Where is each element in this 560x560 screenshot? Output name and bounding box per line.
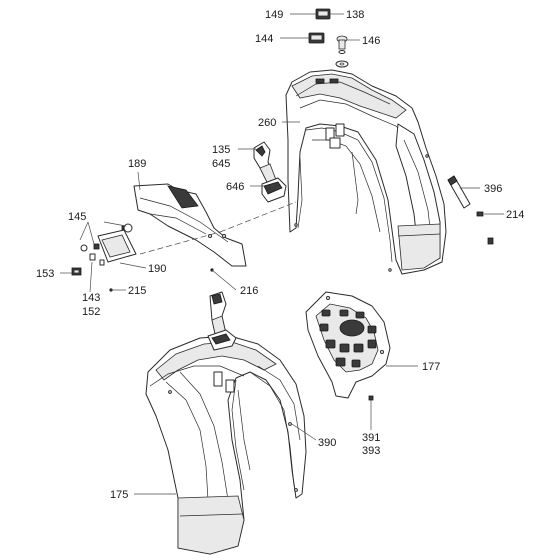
callout-396: 396: [484, 183, 502, 195]
callout-149: 149: [265, 9, 283, 21]
callout-189: 189: [128, 158, 146, 170]
callout-190: 190: [148, 263, 166, 275]
screw-214b: [487, 237, 494, 245]
callout-260: 260: [258, 117, 276, 129]
callout-138: 138: [346, 9, 364, 21]
leader-lines: [60, 13, 504, 495]
assembly-line-1: [139, 231, 221, 255]
callout-153: 153: [36, 268, 54, 280]
callout-214: 214: [506, 209, 524, 221]
joystick-135: [253, 141, 287, 203]
callout-393: 393: [362, 445, 380, 457]
switch-144: [308, 32, 325, 44]
knob-146: [335, 35, 349, 68]
callout-152: 152: [82, 306, 100, 318]
screw-214: [476, 211, 484, 217]
callout-143: 143: [82, 292, 100, 304]
callout-177: 177: [422, 361, 440, 373]
part-396: [447, 175, 471, 209]
plate-190: [71, 223, 137, 276]
switch-149-138: [315, 8, 331, 20]
callout-175: 175: [110, 489, 128, 501]
callout-215: 215: [128, 285, 146, 297]
assembly-line-2: [219, 201, 297, 233]
callout-390: 390: [318, 437, 336, 449]
lower-housing-175: [145, 335, 307, 555]
callout-135: 135: [212, 144, 230, 156]
panel-189: [133, 183, 247, 267]
callout-144: 144: [255, 33, 273, 45]
callout-216: 216: [240, 285, 258, 297]
panel-177: [305, 291, 391, 401]
callout-645: 645: [212, 158, 230, 170]
callout-145: 145: [68, 211, 86, 223]
callout-646: 646: [226, 181, 244, 193]
callout-391: 391: [362, 432, 380, 444]
upper-housing-260: [285, 69, 447, 275]
joystick-lower: [207, 291, 237, 351]
callout-146: 146: [362, 35, 380, 47]
